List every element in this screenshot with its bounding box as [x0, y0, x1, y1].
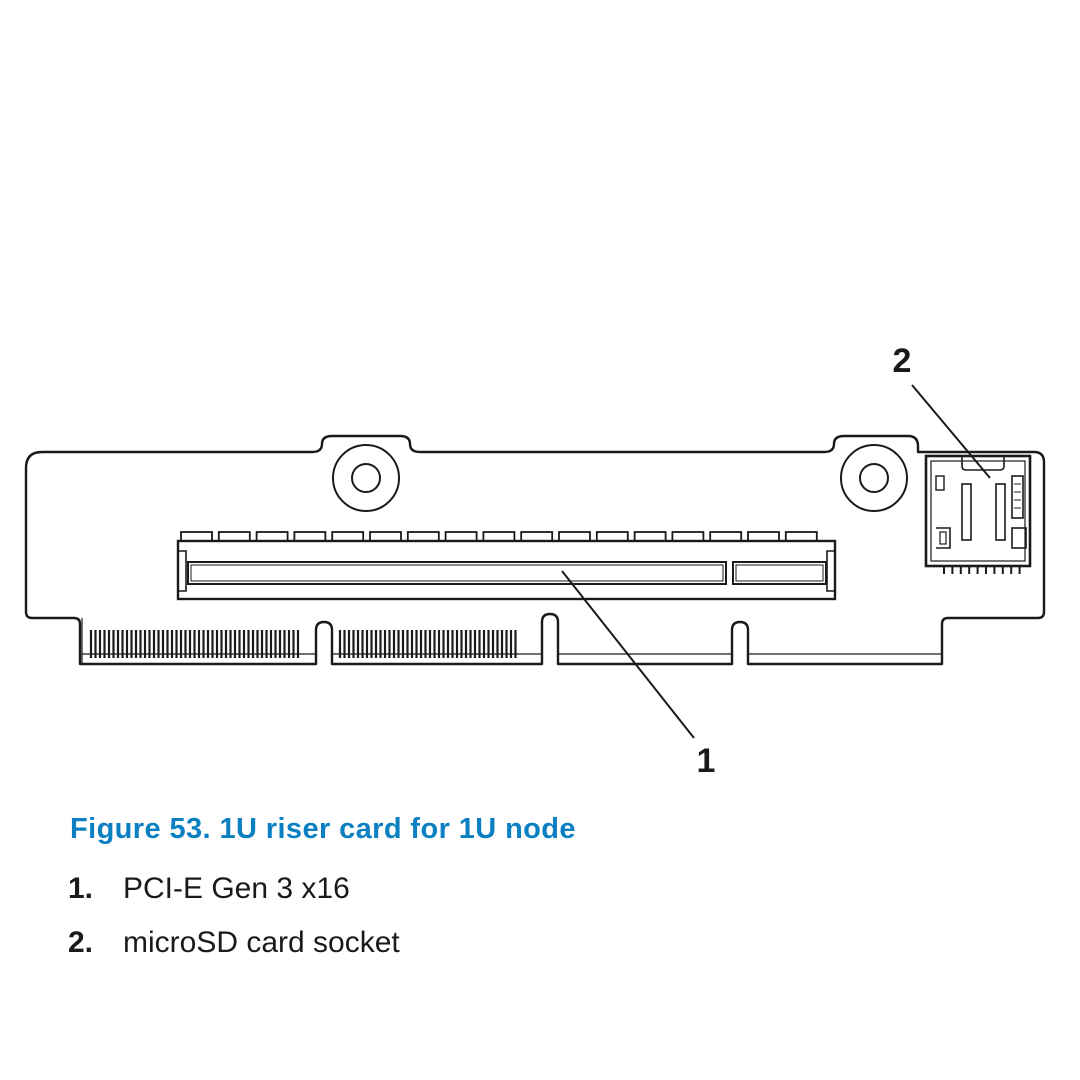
- callout-2-leader: [911, 384, 991, 479]
- gold-fingers-right: [338, 630, 517, 658]
- legend-item: 1. PCI-E Gen 3 x16: [68, 872, 400, 926]
- figure-caption: Figure 53. 1U riser card for 1U node: [70, 813, 576, 845]
- gold-fingers-left: [89, 630, 300, 658]
- legend-item-number: 2.: [68, 926, 94, 959]
- pcie-x16-slot: [176, 531, 837, 601]
- legend-item-text: microSD card socket: [123, 926, 400, 959]
- mounting-hole-right: [840, 444, 908, 512]
- legend-item-number: 1.: [68, 872, 94, 905]
- mounting-hole-left: [332, 444, 400, 512]
- legend-list: 1. PCI-E Gen 3 x16 2. microSD card socke…: [68, 872, 400, 980]
- callout-1-leader: [561, 570, 695, 739]
- callout-2-number: 2: [893, 342, 912, 380]
- legend-item: 2. microSD card socket: [68, 926, 400, 980]
- callout-1-number: 1: [697, 742, 716, 780]
- legend-item-text: PCI-E Gen 3 x16: [123, 872, 350, 905]
